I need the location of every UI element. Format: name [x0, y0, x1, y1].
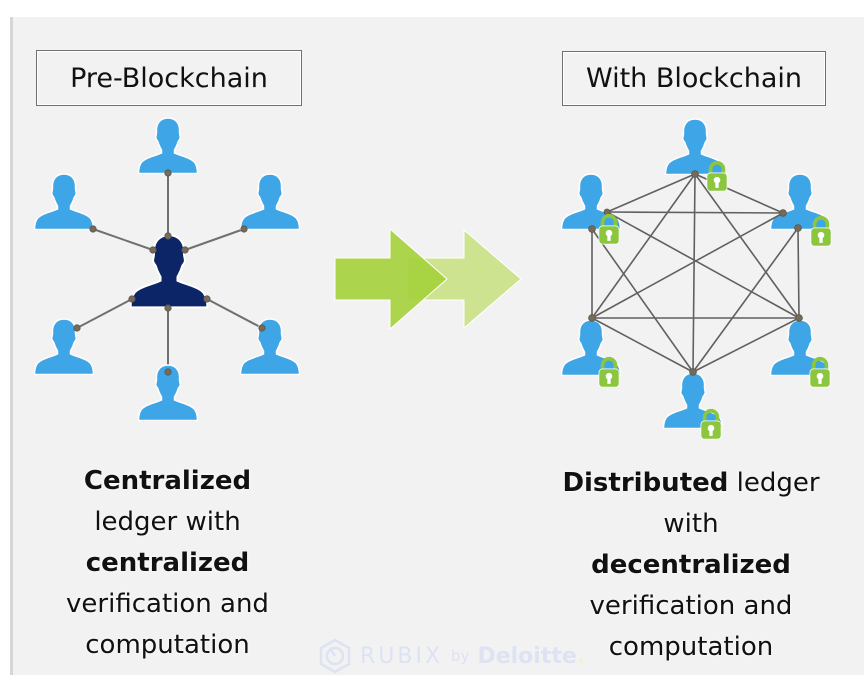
caption-rest: ledger: [728, 468, 820, 498]
rubix-logo-icon: [319, 638, 351, 674]
caption-line: ledger with: [94, 507, 241, 537]
pre-blockchain-title-text: Pre-Blockchain: [70, 62, 268, 94]
watermark-by: by: [451, 647, 470, 665]
node-dot: [588, 314, 596, 322]
peer-person-icon: [665, 118, 725, 175]
node-dot: [73, 324, 81, 332]
peer-person-icon: [663, 372, 723, 429]
caption-line: with: [663, 509, 719, 539]
mesh-link: [606, 211, 800, 319]
connector-lower-right: [206, 298, 263, 329]
peer-person-icon: [240, 173, 300, 230]
node-dot: [164, 169, 172, 177]
peer-person-icon: [34, 318, 94, 375]
mesh-link: [591, 317, 694, 373]
distributed-caption: Distributed ledger with decentralized ve…: [546, 463, 836, 668]
caption-line: centralized: [85, 548, 250, 578]
node-dot: [779, 209, 787, 217]
arrow-primary: [334, 227, 448, 331]
caption-bold-word: Distributed: [562, 468, 729, 498]
star-node-dots: [73, 169, 266, 376]
mesh-connectors: [591, 173, 800, 373]
star-connectors: [76, 173, 263, 372]
node-dot: [181, 246, 189, 254]
node-dot: [149, 246, 157, 254]
node-dot: [89, 225, 97, 233]
centralized-caption: Centralized ledger with centralized veri…: [40, 461, 295, 666]
caption-line: verification and: [589, 591, 793, 621]
connector-upper-right: [184, 228, 245, 251]
mesh-link: [692, 317, 800, 373]
node-dot: [795, 314, 803, 322]
watermark-brand-text: Deloitte: [477, 643, 577, 669]
star-network: [34, 117, 300, 421]
mesh-link: [591, 228, 694, 373]
peer-person-icon: [770, 173, 830, 230]
diagram-canvas: [10, 17, 864, 675]
transition-arrow-icon: [334, 227, 522, 331]
with-blockchain-title: With Blockchain: [562, 51, 826, 106]
connector-upper-left: [92, 228, 154, 251]
mesh-link: [692, 173, 696, 373]
node-dot: [164, 368, 172, 376]
watermark-name: RUBIX: [360, 643, 444, 669]
caption-line: decentralized: [591, 550, 791, 580]
node-dot: [164, 232, 172, 240]
with-blockchain-title-text: With Blockchain: [585, 63, 803, 94]
watermark-brand-dot: .: [576, 643, 586, 669]
node-dot: [128, 295, 136, 303]
peer-person-icon: [561, 173, 621, 230]
mesh-link: [591, 173, 696, 319]
caption-line: Centralized: [83, 466, 252, 496]
node-dot: [203, 295, 211, 303]
connector-lower-left: [76, 298, 133, 329]
caption-line: Distributed ledger: [546, 463, 836, 504]
caption-line: computation: [85, 630, 250, 660]
caption-line: computation: [608, 632, 774, 662]
mesh-link: [797, 227, 800, 319]
node-dot: [164, 304, 172, 312]
peer-person-icon: [240, 318, 300, 375]
caption-line: verification and: [66, 589, 269, 619]
pre-blockchain-title: Pre-Blockchain: [36, 50, 302, 106]
rubix-deloitte-watermark: RUBIX by Deloitte.: [318, 636, 585, 676]
node-dot: [794, 224, 802, 232]
mesh-link: [606, 173, 696, 213]
mesh-network: [561, 118, 832, 441]
mesh-link: [591, 212, 784, 319]
node-dot: [258, 324, 266, 332]
node-dot: [691, 170, 699, 178]
peer-person-icon: [138, 117, 198, 174]
mesh-link: [694, 173, 800, 319]
watermark-brand: Deloitte.: [477, 644, 585, 669]
node-dot: [588, 225, 596, 233]
node-dot: [240, 225, 248, 233]
node-dot: [689, 368, 697, 376]
mesh-link: [692, 227, 799, 373]
peer-person-icon: [34, 173, 94, 230]
